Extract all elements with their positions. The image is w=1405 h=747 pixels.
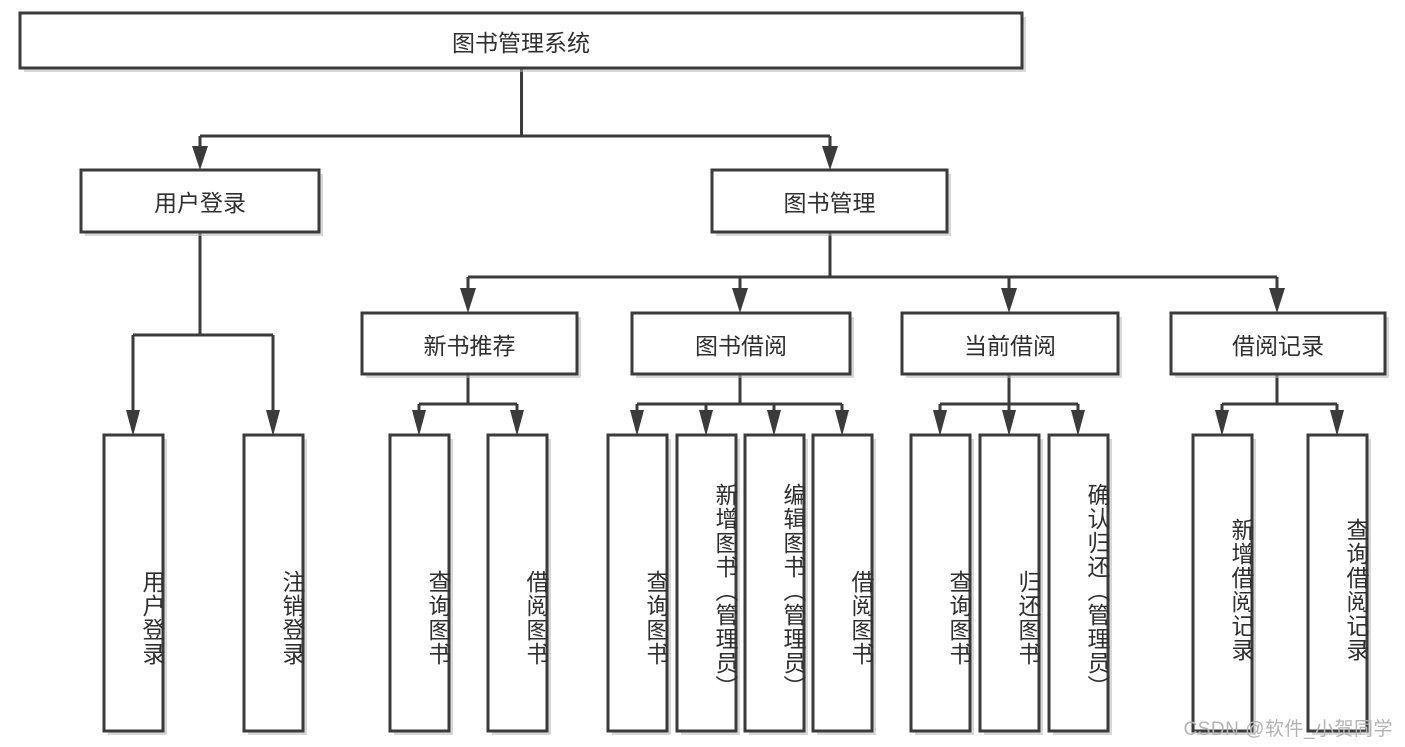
arrow-user-login: [192, 146, 208, 170]
node-book-manage[interactable]: [710, 168, 949, 234]
node-leaf-query-record[interactable]: [1306, 433, 1369, 733]
node-leaf-borrow-book-1[interactable]: [486, 433, 549, 733]
node-leaf-return-book[interactable]: [978, 433, 1041, 733]
arrow-leaf-user-logout: [266, 410, 280, 436]
arrow-leaf-query-book-3: [933, 410, 947, 436]
arrow-leaf-add-record: [1215, 410, 1229, 436]
arrow-leaf-add-book: [699, 410, 713, 436]
node-leaf-query-book-1[interactable]: [388, 433, 451, 733]
csdn-watermark: CSDN @软件_小贺同学: [1183, 719, 1393, 740]
arrow-leaf-return-book: [1002, 410, 1016, 436]
node-leaf-add-record[interactable]: [1191, 433, 1254, 733]
connector-layer: [126, 68, 1344, 436]
node-layer: [18, 11, 1389, 735]
arrow-borrow-record: [1269, 288, 1285, 313]
node-leaf-query-book-3[interactable]: [909, 433, 972, 733]
node-current-borrow[interactable]: [900, 311, 1120, 376]
arrow-leaf-query-book-2: [630, 410, 644, 436]
arrow-leaf-query-record: [1330, 410, 1344, 436]
node-leaf-add-book[interactable]: [675, 433, 738, 733]
node-leaf-borrow-book-2[interactable]: [811, 433, 874, 733]
arrow-leaf-edit-book: [767, 410, 781, 436]
node-new-book-rec[interactable]: [360, 311, 579, 376]
arrow-leaf-borrow-book-2: [835, 410, 849, 436]
node-leaf-query-book-2[interactable]: [606, 433, 669, 733]
node-leaf-edit-book[interactable]: [743, 433, 806, 733]
arrow-new-book-rec: [460, 288, 476, 313]
node-leaf-user-logout[interactable]: [242, 433, 305, 733]
node-root[interactable]: [18, 11, 1024, 70]
arrow-book-manage: [822, 146, 838, 170]
node-borrow-record[interactable]: [1169, 311, 1387, 376]
node-book-borrow[interactable]: [630, 311, 852, 376]
arrow-book-borrow: [732, 288, 748, 313]
arrow-leaf-user-login: [126, 410, 140, 436]
node-leaf-confirm-return[interactable]: [1047, 433, 1110, 733]
arrow-leaf-query-book-1: [412, 410, 426, 436]
node-leaf-user-login[interactable]: [102, 433, 165, 733]
arrow-leaf-borrow-book-1: [510, 410, 524, 436]
arrow-leaf-confirm-return: [1071, 410, 1085, 436]
arrow-current-borrow: [1001, 288, 1017, 313]
node-user-login[interactable]: [79, 168, 321, 234]
